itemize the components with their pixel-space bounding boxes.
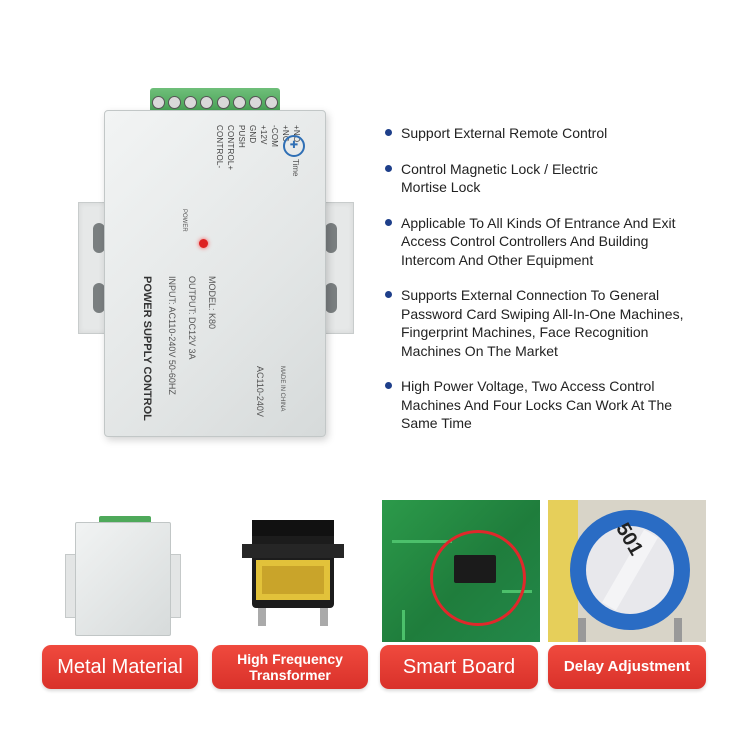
feature-list: Support External Remote Control Control … bbox=[385, 124, 705, 433]
feature-item: Control Magnetic Lock / Electric Mortise… bbox=[385, 160, 641, 197]
thumbnail-smart-board bbox=[382, 500, 540, 642]
highlight-circle bbox=[430, 530, 526, 626]
brand-name: Time bbox=[291, 159, 300, 177]
terminal-label: -COM bbox=[270, 125, 279, 148]
mini-device-case bbox=[75, 522, 171, 636]
terminal-block bbox=[150, 88, 280, 116]
device-title: POWER SUPPLY CONTROL bbox=[141, 276, 153, 421]
thumbnail-transformer bbox=[212, 500, 370, 642]
label-smart-board: Smart Board bbox=[380, 645, 538, 689]
power-supply-case: CONTROL- CONTROL+ PUSH GND +12V -COM +NC… bbox=[104, 110, 326, 437]
terminal-label: +12V bbox=[259, 125, 268, 145]
spec-voltage: AC110-240V bbox=[255, 366, 265, 417]
feature-item: Applicable To All Kinds Of Entrance And … bbox=[385, 214, 691, 270]
brand-logo-icon: ✚ bbox=[283, 135, 305, 157]
label-delay-adjustment: Delay Adjustment bbox=[548, 645, 706, 689]
spec-output: OUTPUT: DC12V 3A bbox=[187, 276, 197, 360]
terminal-label: PUSH bbox=[237, 125, 246, 149]
potentiometer-icon bbox=[548, 500, 706, 642]
label-metal-material: Metal Material bbox=[42, 645, 198, 689]
thumbnail-delay-adjustment: 501 bbox=[548, 500, 706, 642]
spec-model: MODEL: K80 bbox=[207, 276, 217, 330]
product-image: CONTROL- CONTROL+ PUSH GND +12V -COM +NC… bbox=[70, 80, 360, 440]
feature-item: Support External Remote Control bbox=[385, 124, 651, 143]
terminal-label: CONTROL- bbox=[215, 125, 224, 169]
power-led-icon bbox=[199, 239, 208, 248]
feature-item: Supports External Connection To General … bbox=[385, 286, 701, 360]
transformer-icon bbox=[242, 520, 344, 626]
thumbnail-metal-material bbox=[45, 500, 203, 642]
terminal-labels: CONTROL- CONTROL+ PUSH GND +12V -COM +NC… bbox=[215, 125, 301, 170]
terminal-label: CONTROL+ bbox=[226, 125, 235, 171]
feature-item: High Power Voltage, Two Access Control M… bbox=[385, 377, 691, 433]
spec-input: INPUT: AC110-240V 50-60HZ bbox=[167, 276, 177, 395]
terminal-label: +NO bbox=[292, 125, 301, 143]
power-label: POWER bbox=[181, 209, 187, 232]
terminal-label: GND bbox=[248, 125, 257, 144]
made-in-label: MADE IN CHINA bbox=[279, 366, 285, 412]
label-high-frequency-transformer: High Frequency Transformer bbox=[212, 645, 368, 689]
terminal-label: +NC bbox=[281, 125, 290, 142]
